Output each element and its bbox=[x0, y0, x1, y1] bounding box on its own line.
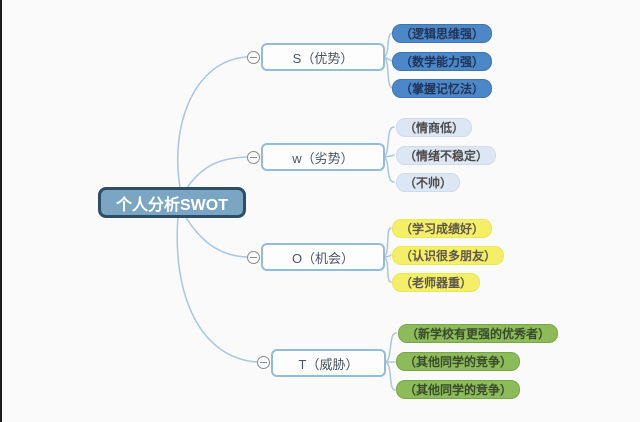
collapse-minus-icon-t[interactable] bbox=[257, 356, 270, 369]
branch-node-o[interactable]: O（机会） bbox=[261, 243, 385, 271]
minus-glyph bbox=[260, 362, 267, 363]
child-node[interactable]: （逻辑思维强） bbox=[392, 24, 493, 43]
minus-glyph bbox=[250, 257, 257, 258]
child-node[interactable]: （不帅） bbox=[396, 173, 461, 192]
child-node[interactable]: （新学校有更强的优秀者） bbox=[398, 324, 559, 343]
root-topic-node[interactable]: 个人分析SWOT bbox=[98, 187, 246, 218]
child-node[interactable]: （数学能力强） bbox=[392, 52, 493, 71]
child-node[interactable]: （老师器重） bbox=[392, 273, 481, 292]
collapse-minus-icon-o[interactable] bbox=[247, 251, 260, 264]
branch-node-w[interactable]: w（劣势） bbox=[261, 143, 385, 171]
branch-node-t[interactable]: T（威胁） bbox=[271, 349, 386, 377]
collapse-minus-icon-s[interactable] bbox=[247, 51, 260, 64]
child-node[interactable]: （其他同学的竞争） bbox=[396, 352, 521, 371]
child-node[interactable]: （认识很多朋友） bbox=[392, 246, 505, 265]
child-node[interactable]: （情商低） bbox=[396, 118, 473, 137]
minus-glyph bbox=[250, 157, 257, 158]
branch-node-s[interactable]: S（优势） bbox=[261, 43, 385, 71]
child-node[interactable]: （情绪不稳定） bbox=[396, 146, 497, 165]
child-node[interactable]: （其他同学的竞争） bbox=[396, 380, 521, 399]
collapse-minus-icon-w[interactable] bbox=[247, 151, 260, 164]
child-node[interactable]: （学习成绩好） bbox=[392, 219, 493, 238]
minus-glyph bbox=[250, 57, 257, 58]
child-node[interactable]: （掌握记忆法） bbox=[392, 79, 493, 98]
